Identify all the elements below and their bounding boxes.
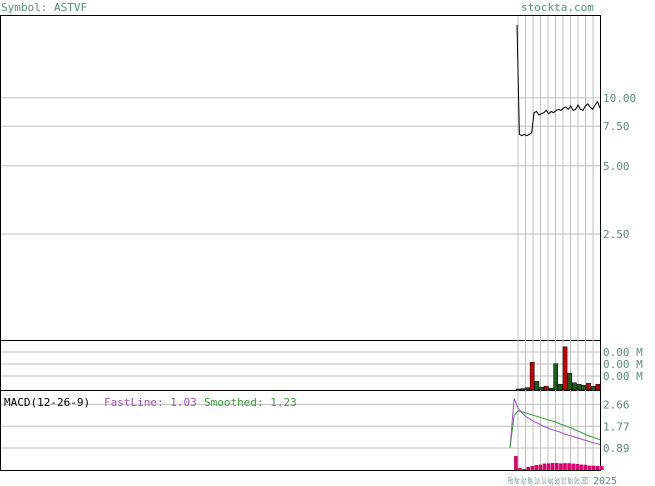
volume-bar — [539, 386, 544, 391]
volume-bar — [553, 363, 559, 391]
macd-histogram-bar — [518, 468, 522, 470]
macd-histogram-bar — [600, 466, 604, 470]
macd-histogram-bar — [534, 465, 539, 470]
volume-bar — [586, 383, 591, 391]
x-axis-overlapping-labels: Feb Mar Apr May Jun Jul Aug Sep Oct Nov … — [508, 476, 588, 486]
volume-bar — [567, 372, 573, 391]
volume-bar — [515, 388, 521, 391]
volume-bar — [590, 385, 596, 391]
macd-histogram-bar — [522, 469, 526, 470]
macd-fastline-label: FastLine: 1.03 — [104, 396, 197, 409]
macd-histogram-bar — [579, 464, 584, 470]
price-series — [516, 24, 601, 137]
volume-bar — [529, 361, 535, 391]
macd-histogram-bar — [542, 463, 547, 470]
volume-bar — [576, 383, 582, 391]
macd-tick-label: 1.77 — [603, 420, 630, 433]
volume-tick-label: 0.00 M — [603, 370, 643, 383]
price-tick-label: 5.00 — [603, 160, 630, 173]
macd-histogram-bar — [550, 463, 555, 470]
volume-panel — [0, 340, 601, 391]
macd-histogram-bar — [571, 463, 575, 470]
macd-histogram-bar — [563, 463, 567, 470]
macd-series — [509, 398, 604, 470]
volume-bar — [520, 388, 526, 391]
price-tick-label: 10.00 — [603, 92, 636, 105]
volume-bar — [581, 384, 587, 391]
macd-histogram-bar — [595, 466, 600, 470]
macd-histogram-bar — [583, 464, 588, 470]
volume-bar — [595, 383, 601, 391]
volume-tick-label: 0.00 M — [603, 346, 643, 359]
macd-tick-label: 0.89 — [603, 442, 630, 455]
volume-bar — [543, 385, 549, 391]
macd-histogram-bar — [546, 463, 551, 470]
macd-histogram-bar — [538, 464, 543, 470]
macd-tick-label: 2.66 — [603, 398, 630, 411]
macd-axis: 2.66 1.77 0.89 — [603, 398, 630, 455]
macd-histogram-bar — [555, 463, 559, 470]
volume-tick-label: 0.00 M — [603, 358, 643, 371]
volume-axis: 0.00 M0.00 M0.00 M — [603, 346, 643, 383]
price-panel — [0, 15, 601, 341]
macd-histogram-bar — [526, 467, 530, 470]
volume-bar — [572, 382, 577, 391]
macd-histogram-bar — [567, 463, 571, 470]
site-label: stockta.com — [521, 1, 594, 14]
macd-histogram-bar — [530, 466, 535, 470]
volume-bar — [534, 381, 540, 391]
macd-histogram-bar — [559, 463, 563, 470]
volume-bar — [557, 383, 563, 391]
macd-title: MACD(12-26-9) — [4, 396, 90, 409]
macd-histogram-bar — [591, 465, 596, 470]
price-tick-label: 7.50 — [603, 120, 630, 133]
price-tick-label: 2.50 — [603, 228, 630, 241]
symbol-label: Symbol: ASTVF — [1, 1, 87, 14]
macd-histogram-bar — [575, 464, 580, 470]
macd-panel — [0, 390, 601, 471]
x-axis-label-year: 2025 — [593, 476, 617, 486]
volume-bar — [525, 387, 530, 391]
volume-bars — [515, 346, 601, 391]
macd-histogram-bar — [514, 456, 518, 470]
grid — [1, 16, 600, 470]
price-line — [516, 24, 601, 137]
macd-smoothed-line — [509, 410, 601, 448]
price-axis: 10.00 7.50 5.00 2.50 — [603, 92, 636, 241]
macd-fastline — [509, 398, 601, 448]
macd-histogram-bar — [587, 465, 592, 470]
macd-smoothed-label: Smoothed: 1.23 — [204, 396, 297, 409]
volume-bar — [562, 346, 568, 391]
volume-bar — [548, 387, 554, 391]
